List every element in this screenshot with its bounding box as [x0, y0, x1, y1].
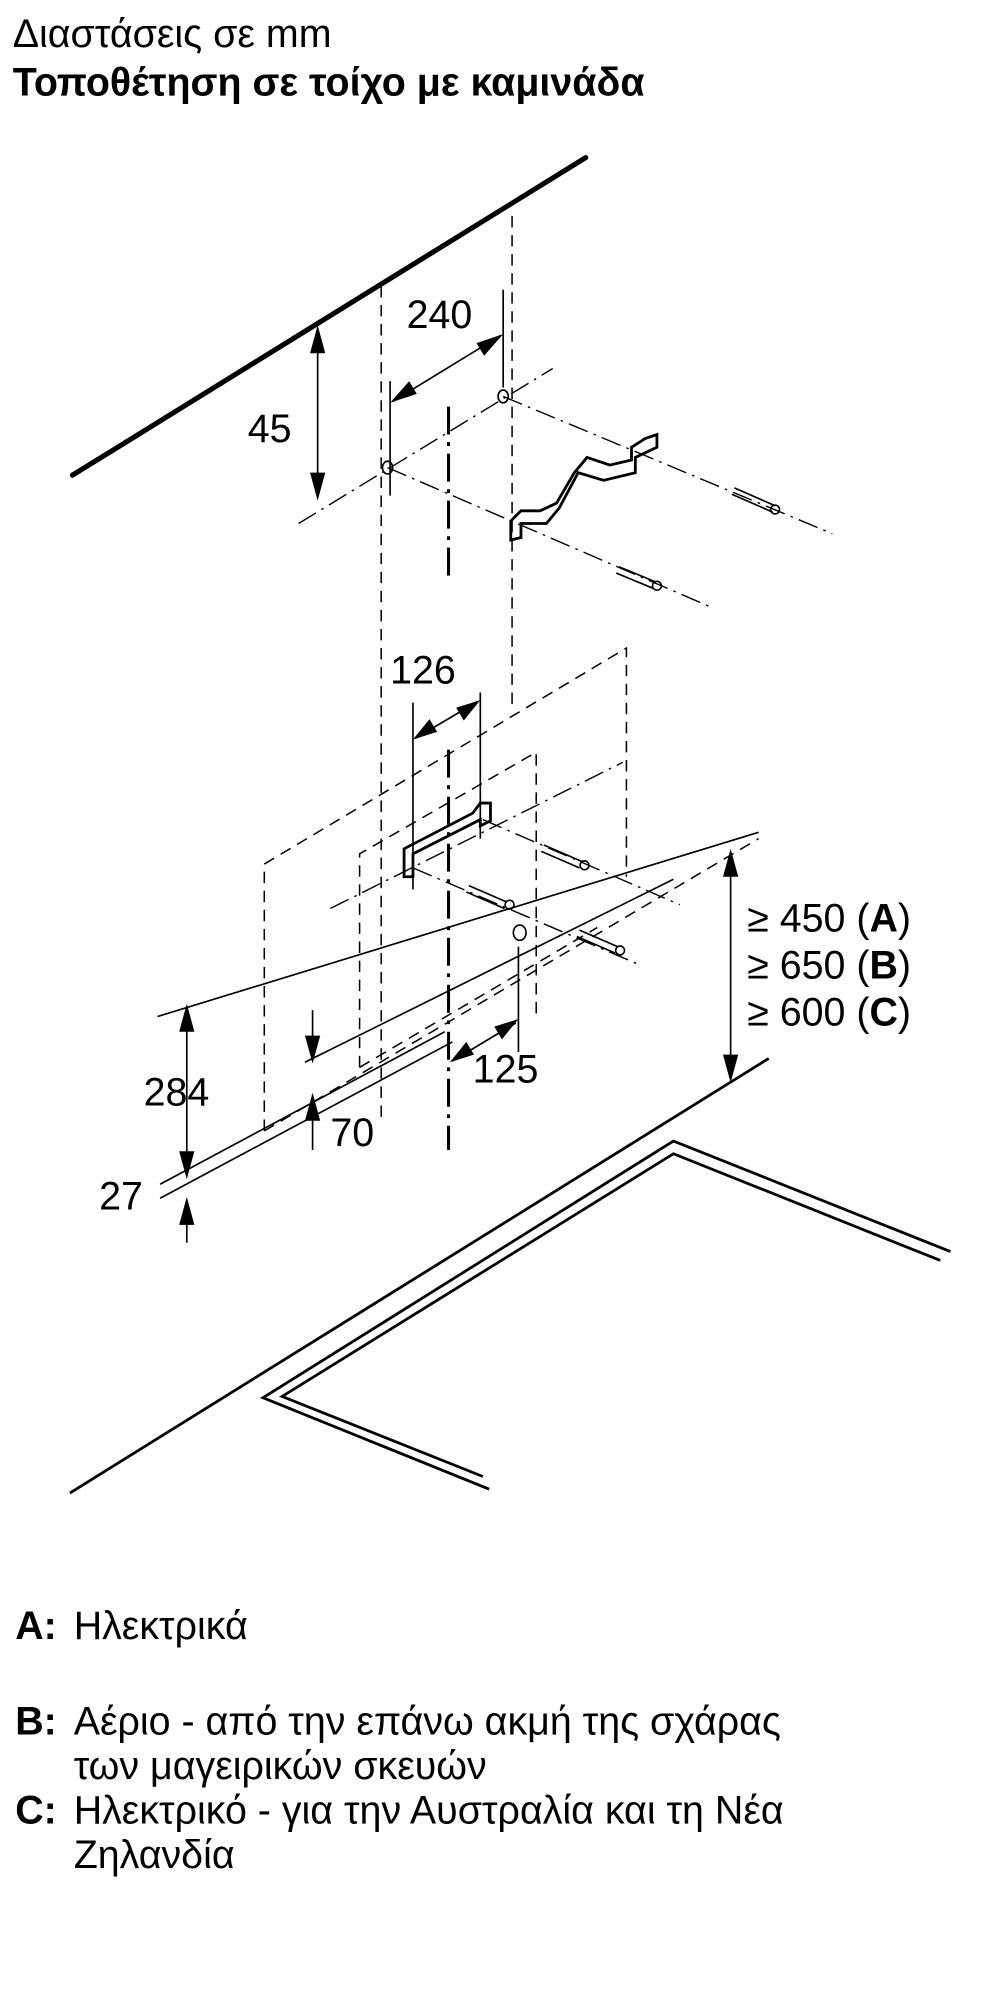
countertop-edge [69, 1057, 770, 1495]
arrow-icon [722, 1054, 739, 1083]
dim-27: 27 [99, 1175, 143, 1219]
dim-126: 126 [390, 649, 456, 693]
screw-icon [615, 565, 656, 590]
page-title: Τοποθέτηση σε τοίχο με καμινάδα [13, 60, 645, 104]
screw-icon [576, 929, 618, 954]
screw-icon [731, 487, 776, 513]
legend-key-c: C: [15, 1788, 57, 1832]
arrow-icon [310, 325, 326, 354]
drill-hole-icon [497, 389, 510, 404]
arrow-icon [304, 1035, 321, 1064]
arrow-icon [310, 472, 326, 501]
arrow-icon [412, 719, 438, 740]
screw-icon [465, 884, 508, 910]
screw-icon [540, 844, 583, 869]
hob-outer [259, 1139, 951, 1491]
wall-bracket-upper [509, 432, 659, 542]
drill-hole-icon [381, 460, 394, 475]
legend-text-b: Αέριο - από την επάνω ακμή της σχάρας [74, 1699, 781, 1743]
bolt-axis-2 [387, 466, 712, 609]
legend-text-c: Ηλεκτρικό - για την Αυστραλία και τη Νέα [74, 1788, 784, 1832]
hob-inner [278, 1152, 941, 1478]
dim-240: 240 [407, 293, 473, 337]
height-c: ≥ 600 (C) [747, 990, 911, 1034]
dim-45: 45 [248, 407, 292, 451]
arrow-icon [179, 1151, 195, 1180]
hood-outline-inner [358, 750, 537, 1068]
arrow-icon [722, 848, 739, 877]
arrow-icon [449, 1041, 474, 1063]
arrow-icon [476, 334, 504, 356]
ceiling-line [69, 155, 589, 478]
legend-key-a: A: [15, 1604, 57, 1648]
dim-70: 70 [330, 1111, 374, 1155]
arrow-icon [390, 381, 417, 403]
height-a: ≥ 450 (A) [747, 896, 911, 940]
dim-284: 284 [144, 1070, 210, 1114]
legend-key-b: B: [15, 1699, 57, 1743]
legend: A: Ηλεκτρικά B: Αέριο - από την επάνω ακ… [15, 1604, 783, 1877]
hood-top-line [157, 831, 759, 1018]
hood-outline-back [263, 646, 628, 1131]
dim-125: 125 [473, 1048, 539, 1092]
arrow-icon [494, 1019, 519, 1040]
arrow-icon [179, 1196, 195, 1225]
wall-bracket-lower [402, 801, 492, 879]
legend-text-a: Ηλεκτρικά [74, 1604, 248, 1648]
legend-text-c-2: Ζηλανδία [74, 1833, 235, 1877]
arrow-icon [304, 1092, 321, 1121]
arrow-icon [179, 1003, 195, 1032]
legend-text-b-2: των μαγειρικών σκευών [74, 1744, 487, 1788]
drill-hole-icon [512, 924, 527, 942]
hole-axis [298, 367, 554, 525]
subtitle: Διαστάσεις σε mm [13, 12, 332, 56]
bolt-axis-1 [502, 395, 833, 535]
height-b: ≥ 650 (B) [747, 943, 911, 987]
arrow-icon [456, 700, 481, 721]
